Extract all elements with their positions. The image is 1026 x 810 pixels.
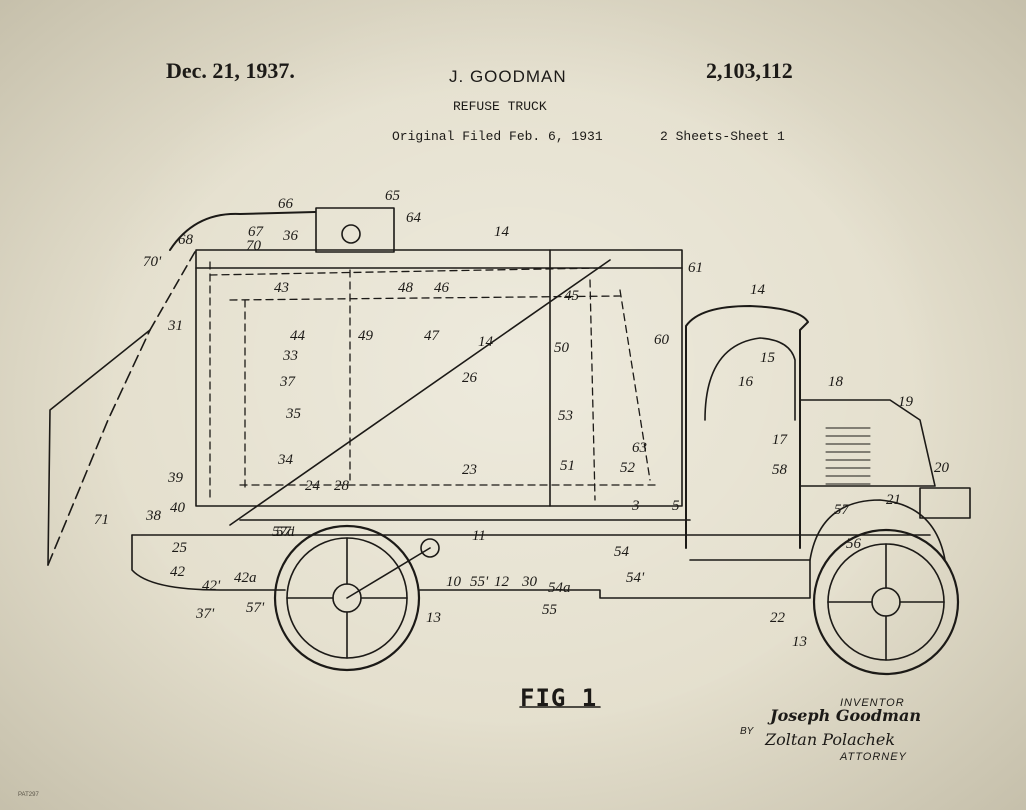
sheet-count: 2 Sheets-Sheet 1 [660,129,785,144]
svg-text:35: 35 [285,406,302,422]
svg-text:39: 39 [167,470,184,486]
svg-text:33: 33 [282,348,298,364]
inventor-signature: Joseph Goodman [770,706,921,725]
svg-text:55': 55' [470,574,489,590]
svg-text:21: 21 [886,492,901,508]
svg-text:58: 58 [772,462,788,478]
svg-text:18: 18 [828,374,844,390]
svg-text:13: 13 [426,610,441,626]
svg-text:54a: 54a [548,580,571,596]
svg-text:5: 5 [672,498,680,514]
patent-number: 2,103,112 [706,58,793,83]
svg-text:54': 54' [626,570,645,586]
svg-text:38: 38 [145,508,162,524]
svg-text:71: 71 [94,512,109,528]
svg-text:66: 66 [278,196,294,212]
svg-text:40: 40 [170,500,186,516]
patent-title: REFUSE TRUCK [453,99,547,114]
svg-text:14: 14 [478,334,494,350]
inventor-heading: J. GOODMAN [449,67,567,86]
svg-text:22: 22 [770,610,786,626]
svg-text:11: 11 [472,528,486,544]
footer-code: PAT297 [18,792,39,798]
patent-date: Dec. 21, 1937. [166,58,295,83]
svg-text:30: 30 [521,574,538,590]
figure-label: FIG 1 [520,684,598,712]
attorney-signature: Zoltan Polachek [765,730,896,749]
svg-text:42: 42 [170,564,186,580]
svg-text:67: 67 [248,224,265,240]
by-label: BY [740,726,754,737]
svg-text:49: 49 [358,328,374,344]
svg-text:47: 47 [424,328,441,344]
svg-text:43: 43 [274,280,289,296]
svg-text:31: 31 [167,318,183,334]
filing-date: Original Filed Feb. 6, 1931 [392,129,603,144]
svg-text:45: 45 [564,288,580,304]
svg-text:37: 37 [279,374,297,390]
svg-text:42a: 42a [234,570,257,586]
svg-text:3: 3 [631,498,640,514]
svg-text:51: 51 [560,458,575,474]
rear-wheel [273,524,421,672]
svg-text:17: 17 [772,432,789,448]
svg-text:25: 25 [172,540,188,556]
svg-text:13: 13 [792,634,807,650]
svg-text:24: 24 [305,478,321,494]
svg-text:12: 12 [494,574,510,590]
svg-text:42': 42' [202,578,221,594]
svg-text:50: 50 [554,340,570,356]
svg-text:52: 52 [620,460,636,476]
svg-text:26: 26 [462,370,478,386]
svg-text:20: 20 [934,460,950,476]
svg-text:10: 10 [446,574,462,590]
reference-numerals: 66 65 64 14 61 68 67 70 36 70' 43 48 46 … [94,188,950,650]
svg-text:56: 56 [846,536,862,552]
svg-text:14: 14 [750,282,766,298]
inventor-caption: INVENTOR [840,697,905,709]
svg-text:57a: 57a [272,524,295,540]
svg-text:64: 64 [406,210,422,226]
svg-text:57: 57 [834,502,851,518]
svg-text:28: 28 [334,478,350,494]
svg-text:37': 37' [195,606,215,622]
svg-text:63: 63 [632,440,647,456]
front-wheel [812,528,960,676]
svg-text:44: 44 [290,328,306,344]
svg-text:54: 54 [614,544,630,560]
svg-text:15: 15 [760,350,776,366]
svg-text:48: 48 [398,280,414,296]
svg-text:61: 61 [688,260,703,276]
svg-text:36: 36 [282,228,299,244]
svg-text:16: 16 [738,374,754,390]
svg-text:60: 60 [654,332,670,348]
svg-text:68: 68 [178,232,194,248]
svg-text:14: 14 [494,224,510,240]
svg-text:34: 34 [277,452,294,468]
svg-text:57': 57' [246,600,265,616]
svg-text:53: 53 [558,408,573,424]
svg-text:55: 55 [542,602,558,618]
truck-body-outline [195,249,683,507]
svg-text:46: 46 [434,280,450,296]
svg-text:65: 65 [385,188,401,204]
svg-text:57': 57' [276,524,295,540]
svg-text:23: 23 [462,462,477,478]
attorney-caption: ATTORNEY [840,751,907,763]
svg-text:70': 70' [143,254,162,270]
svg-text:70: 70 [246,238,262,254]
svg-text:19: 19 [898,394,914,410]
